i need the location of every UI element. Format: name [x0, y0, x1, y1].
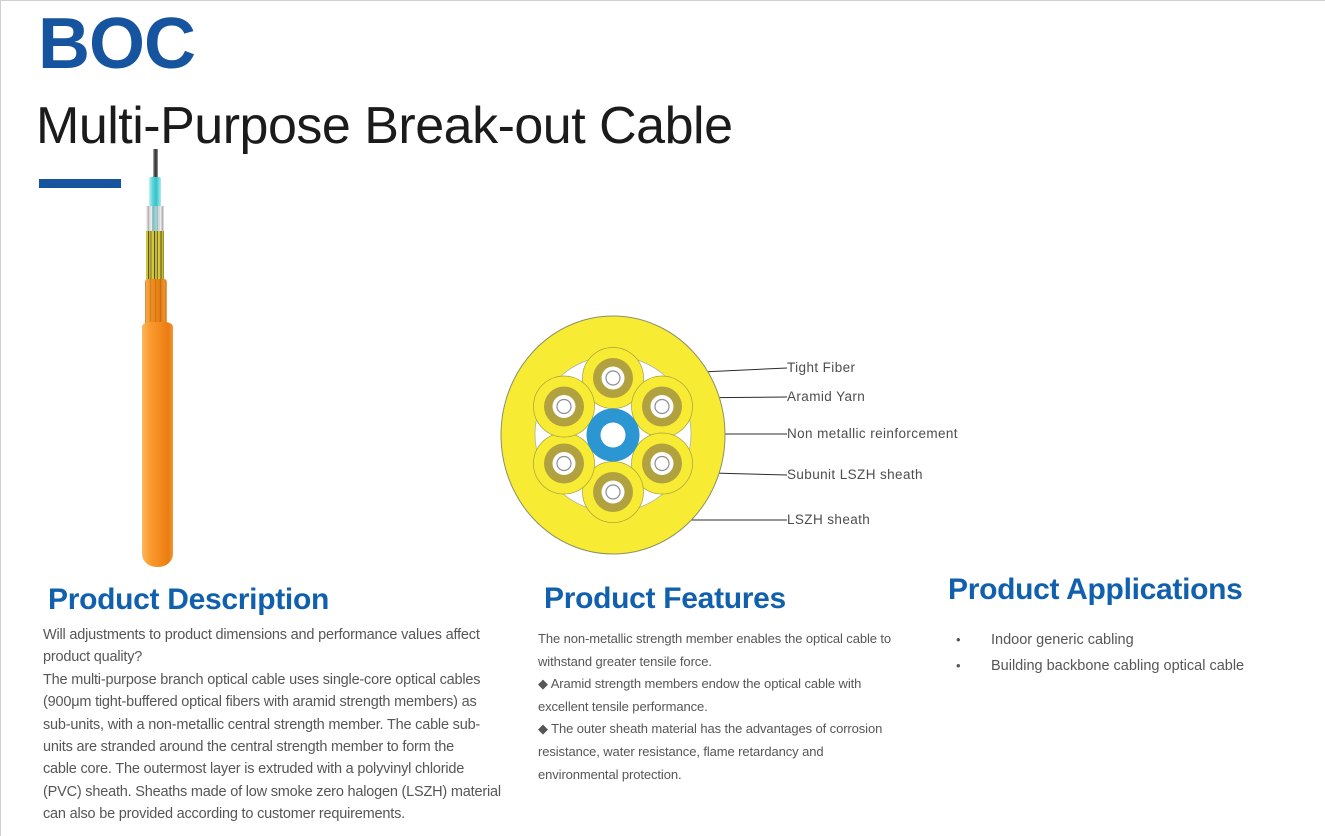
subunit-upper-left: [533, 375, 595, 438]
description-line: Will adjustments to product dimensions a…: [43, 627, 480, 643]
section-heading-description: Product Description: [48, 583, 329, 616]
subunits: [533, 347, 693, 523]
subunit-lower-right: [631, 432, 693, 495]
feature-line: resistance, water resistance, flame reta…: [538, 743, 824, 759]
description-line: units are stranded around the central st…: [43, 738, 454, 755]
bare-fiber-layer: [153, 149, 158, 179]
section-heading-applications: Product Applications: [948, 573, 1243, 606]
description-line: can also be provided according to custom…: [43, 806, 405, 823]
feature-line: ◆ Aramid strength members endow the opti…: [538, 676, 862, 692]
subunit-tube-layer: [144, 279, 167, 324]
section-heading-features: Product Features: [544, 582, 786, 615]
description-line: (900μm tight-buffered optical fibers wit…: [43, 694, 477, 711]
subunit-upper-right: [631, 375, 693, 438]
application-item: • Indoor generic cabling: [956, 627, 1244, 653]
description-line: product quality?: [43, 649, 143, 666]
feature-line: withstand greater tensile force.: [538, 653, 712, 669]
applications-list: • Indoor generic cabling • Building backbo…: [956, 627, 1244, 678]
callout-label-tight-fiber: Tight Fiber: [787, 360, 856, 375]
callout-label-subunit-sheath: Subunit LSZH sheath: [787, 467, 923, 482]
features-text: The non-metallic strength member enables…: [538, 628, 891, 786]
callout-label-aramid-yarn: Aramid Yarn: [787, 389, 866, 404]
feature-line: environmental protection.: [538, 766, 682, 782]
application-item-label: Indoor generic cabling: [991, 632, 1134, 648]
central-reinforcement-core: [600, 422, 626, 448]
description-text: Will adjustments to product dimensions a…: [43, 624, 501, 826]
tight-buffer-layer: [149, 177, 161, 208]
aramid-strand-layer: [146, 206, 164, 233]
cable-cross-section-diagram: [500, 315, 788, 555]
feature-line: excellent tensile performance.: [538, 698, 708, 714]
description-line: The multi-purpose branch optical cable u…: [43, 671, 481, 688]
description-line: (PVC) sheath. Sheaths made of low smoke …: [43, 783, 501, 800]
accent-bar: [39, 179, 121, 188]
subunit-top: [582, 347, 644, 409]
bullet-dot: •: [956, 657, 961, 673]
callout-label-reinforcement: Non metallic reinforcement: [787, 426, 958, 441]
feature-line: ◆ The outer sheath material has the adva…: [538, 721, 883, 737]
description-line: sub-units, with a non-metallic central s…: [43, 716, 481, 733]
outer-jacket-layer: [142, 322, 173, 567]
subunit-bottom: [582, 461, 644, 523]
description-line: cable core. The outermost layer is extru…: [43, 761, 465, 778]
brand-logo-text: BOC: [38, 4, 196, 84]
application-item-label: Building backbone cabling optical cable: [991, 657, 1245, 674]
feature-line: The non-metallic strength member enables…: [538, 631, 892, 646]
callout-label-lszh-sheath: LSZH sheath: [787, 512, 871, 527]
aramid-yarn-layer: [146, 231, 164, 281]
bullet-dot: •: [956, 632, 961, 647]
page-title: Multi-Purpose Break-out Cable: [36, 97, 733, 155]
application-item: • Building backbone cabling optical cable: [956, 653, 1244, 679]
subunit-lower-left: [533, 432, 595, 495]
